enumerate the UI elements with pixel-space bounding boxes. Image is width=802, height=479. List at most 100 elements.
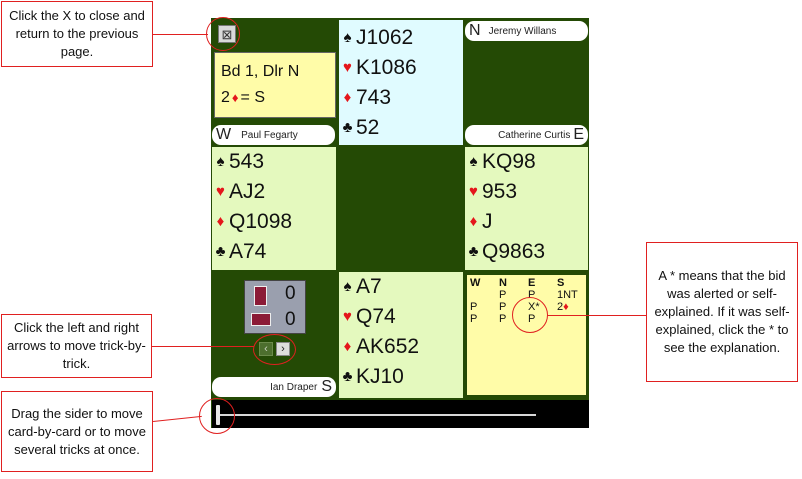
west-player-name: Paul Fegarty (241, 129, 298, 141)
north-hearts: ♥K1086 (341, 53, 463, 83)
south-seat-label: S (321, 378, 332, 395)
spade-icon: ♠ (343, 29, 352, 46)
bid-cell: P (499, 313, 507, 325)
east-hand: ♠KQ98 ♥953 ♦J ♣Q9863 (465, 147, 588, 270)
east-clubs-cards: Q9863 (482, 240, 546, 263)
east-diamonds: ♦J (467, 207, 588, 237)
bid-header-s: S (557, 277, 565, 289)
west-diamonds: ♦Q1098 (214, 207, 336, 237)
bid-cell: P (528, 289, 536, 301)
close-leader-line (153, 34, 208, 35)
arrows-highlight-circle (253, 334, 296, 365)
board-dealer-text: Bd 1, Dlr N (221, 63, 300, 80)
south-hearts: ♥Q74 (341, 302, 463, 332)
club-icon: ♣ (468, 243, 479, 260)
east-spades: ♠KQ98 (467, 147, 588, 177)
west-spades: ♠543 (214, 147, 336, 177)
south-clubs-cards: KJ10 (356, 365, 404, 388)
tricks-box: 0 0 (244, 280, 306, 334)
south-clubs: ♣KJ10 (341, 362, 463, 392)
east-player-name: Catherine Curtis (498, 129, 571, 141)
east-player-tag: Catherine Curtis E (465, 125, 588, 145)
bid-header-e: E (528, 277, 536, 289)
bid-header-n: N (499, 277, 507, 289)
diamond-icon: ♦ (469, 213, 478, 230)
bidding-box (465, 273, 588, 397)
ns-tricks-count: 0 (285, 283, 296, 304)
west-spades-cards: 543 (229, 150, 265, 173)
north-diamonds: ♦743 (341, 83, 463, 113)
north-diamonds-cards: 743 (356, 86, 392, 109)
bid-cell: P (470, 301, 478, 313)
north-hand: ♠J1062 ♥K1086 ♦743 ♣52 (339, 20, 463, 145)
alert-annotation: A * means that the bid was alerted or se… (646, 242, 798, 382)
diamond-icon: ♦ (343, 338, 352, 355)
bidding-header: W N E S (470, 277, 586, 289)
heart-icon: ♥ (216, 183, 225, 200)
west-hand: ♠543 ♥AJ2 ♦Q1098 ♣A74 (212, 147, 336, 270)
club-icon: ♣ (215, 243, 226, 260)
ew-trick-card-icon (251, 313, 271, 326)
north-player-tag: N Jeremy Willans (465, 21, 588, 41)
club-icon: ♣ (342, 119, 353, 136)
south-spades: ♠A7 (341, 272, 463, 302)
north-hearts-cards: K1086 (356, 56, 417, 79)
north-player-name: Jeremy Willans (488, 25, 557, 37)
slider-leader-line (153, 415, 202, 422)
diamond-icon: ♦ (563, 301, 569, 313)
bid-cell: 2♦ (557, 301, 569, 313)
spade-icon: ♠ (216, 153, 225, 170)
alert-leader-line (547, 315, 646, 316)
bid-cell: P (499, 301, 507, 313)
slider-annotation-text: Drag the sider to move card-by-card or t… (8, 405, 146, 457)
diamond-icon: ♦ (343, 89, 352, 106)
north-seat-label: N (469, 22, 481, 39)
west-clubs-cards: A74 (229, 240, 267, 263)
south-hand: ♠A7 ♥Q74 ♦AK652 ♣KJ10 (339, 272, 463, 398)
bid-cell: 1NT (557, 289, 578, 301)
diamond-icon: ♦ (231, 90, 239, 105)
slider-highlight-circle (199, 398, 235, 434)
close-annotation-text: Click the X to close and return to the p… (9, 8, 145, 59)
west-hearts-cards: AJ2 (229, 180, 266, 203)
ew-tricks-count: 0 (285, 309, 296, 330)
alert-highlight-circle (512, 297, 548, 333)
slider-annotation: Drag the sider to move card-by-card or t… (1, 391, 153, 472)
west-seat-label: W (216, 126, 232, 143)
arrows-annotation: Click the left and right arrows to move … (1, 314, 152, 378)
east-hearts-cards: 953 (482, 180, 518, 203)
bid-cell: P (499, 289, 507, 301)
spade-icon: ♠ (469, 153, 478, 170)
north-spades: ♠J1062 (341, 23, 463, 53)
contract-level: 2 (221, 89, 230, 106)
east-diamonds-cards: J (482, 210, 493, 233)
diamond-icon: ♦ (216, 213, 225, 230)
north-spades-cards: J1062 (356, 26, 414, 49)
slider-track (220, 414, 536, 416)
south-hearts-cards: Q74 (356, 305, 396, 328)
south-player-name: Ian Draper (270, 381, 318, 393)
ns-trick-card-icon (254, 286, 267, 306)
arrows-leader-line (152, 346, 254, 347)
west-player-tag: W Paul Fegarty (212, 125, 335, 145)
heart-icon: ♥ (343, 308, 352, 325)
east-hearts: ♥953 (467, 177, 588, 207)
card-slider[interactable] (212, 400, 589, 428)
spade-icon: ♠ (343, 278, 352, 295)
west-hearts: ♥AJ2 (214, 177, 336, 207)
north-clubs: ♣52 (341, 113, 463, 143)
heart-icon: ♥ (469, 183, 478, 200)
south-diamonds-cards: AK652 (356, 335, 420, 358)
north-clubs-cards: 52 (356, 116, 380, 139)
bidding-row: P P 1NT (470, 289, 586, 301)
south-diamonds: ♦AK652 (341, 332, 463, 362)
bid-cell (470, 289, 499, 301)
bid-header-w: W (470, 277, 481, 289)
bid-cell: P (470, 313, 478, 325)
east-spades-cards: KQ98 (482, 150, 536, 173)
arrows-annotation-text: Click the left and right arrows to move … (7, 320, 146, 371)
heart-icon: ♥ (343, 59, 352, 76)
east-clubs: ♣Q9863 (467, 237, 588, 267)
west-diamonds-cards: Q1098 (229, 210, 293, 233)
board-info-box: Bd 1, Dlr N 2 ♦ = S (214, 52, 336, 118)
